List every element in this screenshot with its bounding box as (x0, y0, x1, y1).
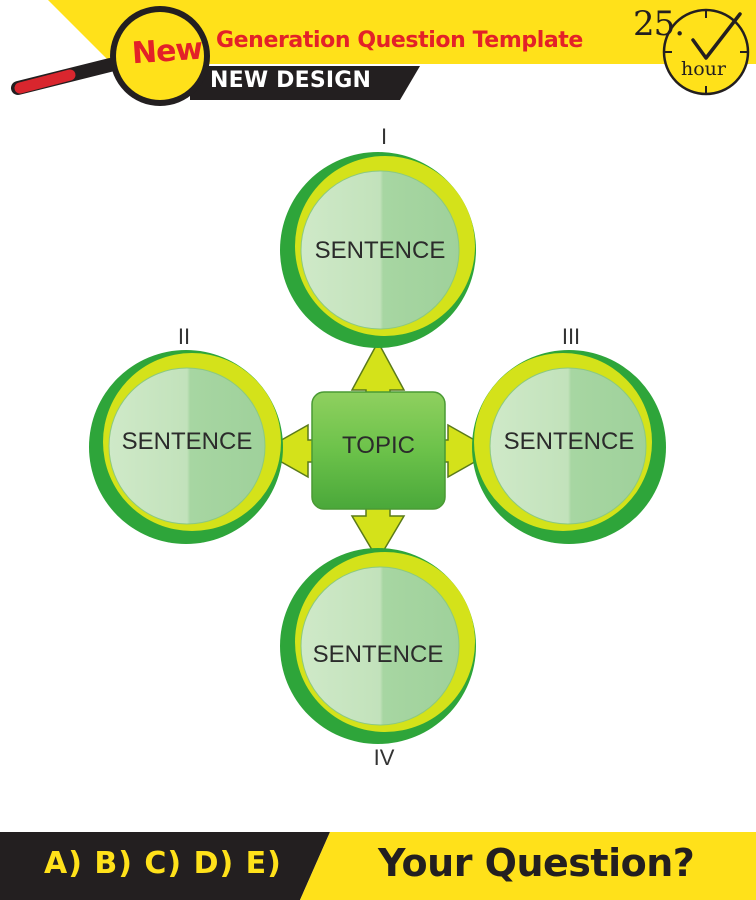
node-numeral-2: II (177, 324, 191, 349)
topic-box (311, 391, 446, 510)
header-banner (11, 0, 756, 106)
topic-label: TOPIC (342, 432, 415, 459)
node-label-3: SENTENCE (503, 428, 635, 455)
topic-diagram (89, 152, 666, 744)
header-subtitle: NEW DESIGN (210, 68, 372, 93)
node-numeral-3: III (561, 324, 581, 349)
magnifier-icon (11, 6, 210, 106)
timer-value: 25. (633, 4, 685, 44)
header-title: Generation Question Template (216, 28, 583, 53)
node-label-1: SENTENCE (314, 237, 446, 264)
node-circle-4 (280, 548, 476, 744)
footer-banner (0, 832, 756, 900)
question-prompt: Your Question? (378, 841, 695, 885)
node-circle-3 (472, 350, 666, 544)
answer-options: A) B) C) D) E) (44, 846, 282, 881)
node-circle-1 (280, 152, 476, 348)
arrow-up (350, 340, 406, 399)
node-numeral-1: I (380, 124, 388, 149)
clock-icon (662, 8, 750, 96)
node-circle-2 (89, 350, 283, 544)
node-label-2: SENTENCE (121, 428, 253, 455)
node-label-4: SENTENCE (312, 641, 444, 668)
timer-unit: hour (681, 58, 726, 80)
node-numeral-4: IV (373, 745, 395, 770)
new-badge: New (130, 31, 204, 72)
